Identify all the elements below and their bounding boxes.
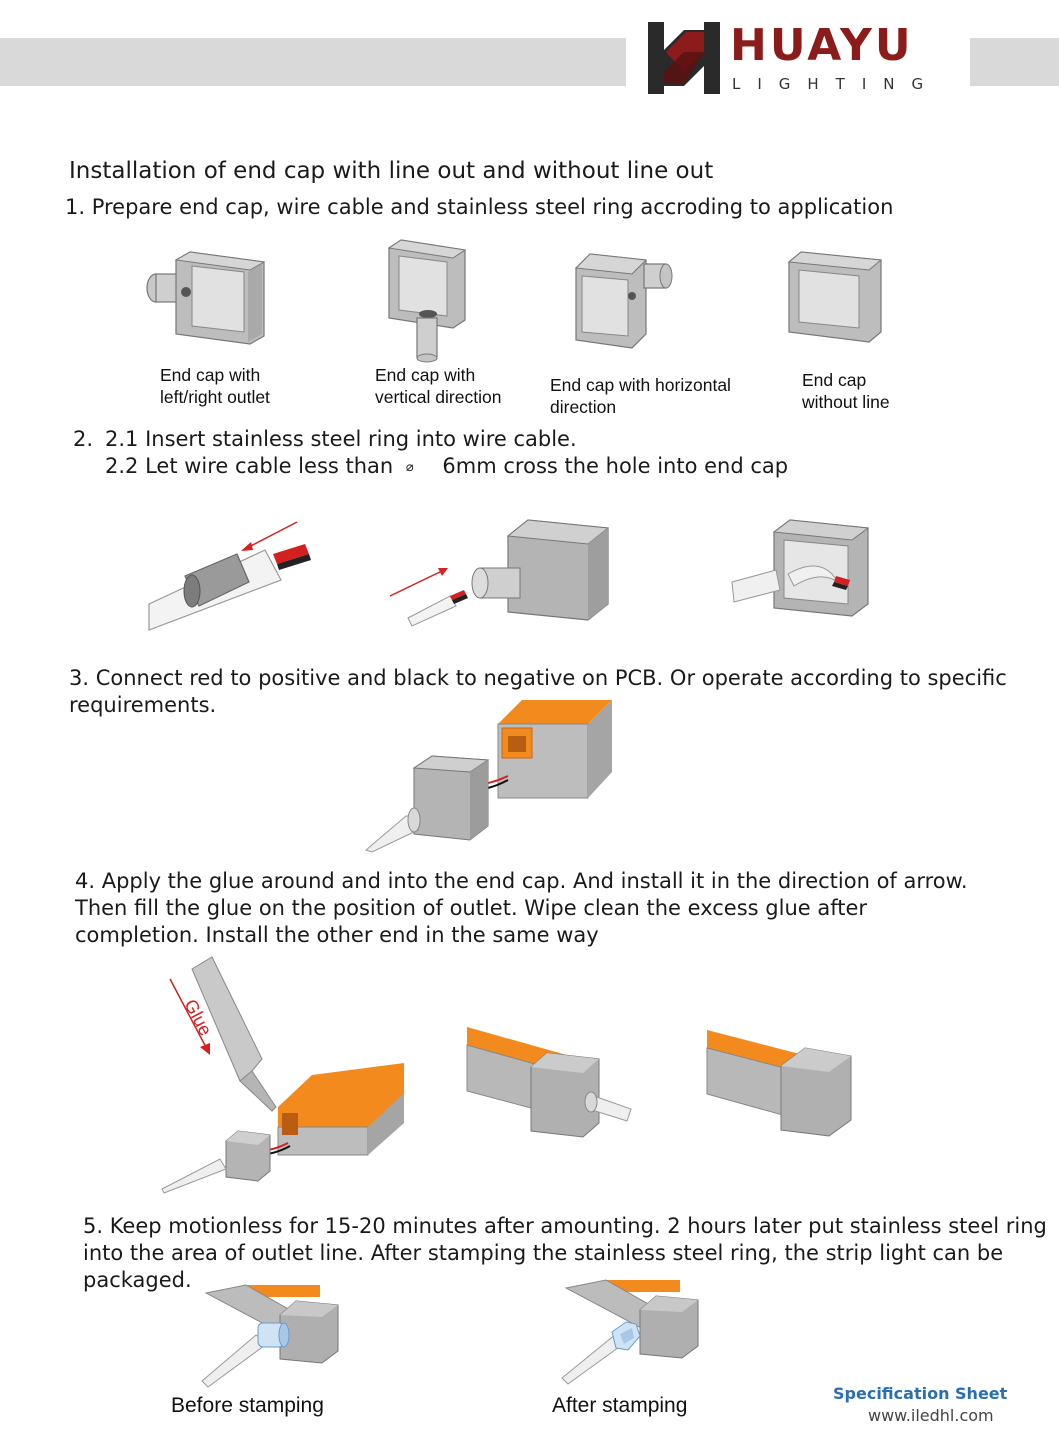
step5-line1: 5. Keep motionless for 15-20 minutes aft… [83,1214,1047,1238]
brand-logo-mark [648,22,720,94]
caption-line: left/right outlet [160,387,270,407]
caption-endcap-horizontal: End cap with horizontal direction [550,374,731,418]
caption-line: without line [802,392,890,412]
endcap-left-right-illustration [146,251,266,345]
step3-line2: requirements. [69,693,217,717]
caption-after-stamping: After stamping [552,1394,688,1417]
step2-line2: 2.2 Let wire cable less than ⌀ 6mm cross… [105,453,788,481]
step5-line3: packaged. [83,1268,192,1292]
step2-line1: 2.1 Insert stainless steel ring into wir… [105,427,577,451]
step1-text: 1. Prepare end cap, wire cable and stain… [65,195,894,219]
before-stamping-illustration [201,1284,339,1388]
endcap-horizontal-illustration [574,253,673,349]
step2-number: 2. [73,427,94,451]
step4-line3: completion. Install the other end in the… [75,923,599,947]
caption-before-stamping: Before stamping [171,1394,324,1417]
apply-glue-illustration [161,956,404,1194]
brand-name: HUAYU [730,20,914,71]
brand-sub: LIGHTING [732,75,941,93]
footer-url[interactable]: www.iledhl.com [868,1406,994,1425]
caption-line: End cap with [160,365,261,385]
caption-line: direction [550,397,617,417]
step3-line1: 3. Connect red to positive and black to … [69,666,1007,690]
caption-endcap-left-right: End cap with left/right outlet [160,364,270,408]
cable-through-endcap-illustration [731,519,870,617]
step4-line1: 4. Apply the glue around and into the en… [75,869,968,893]
insert-ring-illustration [148,521,311,631]
endcap-no-outlet-installed-illustration [706,1030,852,1137]
cable-into-endcap-illustration [389,519,610,627]
endcap-installed-illustration [466,1027,632,1138]
connect-pcb-illustration [365,700,612,853]
footer-title: Specification Sheet [833,1384,1008,1403]
header-bar-left [0,38,626,86]
step5-line2: into the area of outlet line. After stam… [83,1241,1004,1265]
caption-line: vertical direction [375,387,502,407]
caption-line: End cap [802,370,867,390]
endcap-vertical-illustration [387,239,467,363]
header-bar-right [970,38,1059,86]
after-stamping-illustration [561,1279,699,1385]
caption-endcap-no-line: End cap without line [802,369,890,413]
page-title: Installation of end cap with line out an… [69,158,714,184]
diameter-icon: ⌀ [405,460,414,475]
endcap-no-line-illustration [787,251,883,343]
caption-endcap-vertical: End cap with vertical direction [375,364,501,408]
step2-line2-pre: 2.2 Let wire cable less than [105,454,394,478]
step2-line2-post: 6mm cross the hole into end cap [442,454,789,478]
caption-line: End cap with [375,365,476,385]
caption-line: End cap with horizontal [550,375,731,395]
step4-line2: Then fill the glue on the position of ou… [75,896,868,920]
